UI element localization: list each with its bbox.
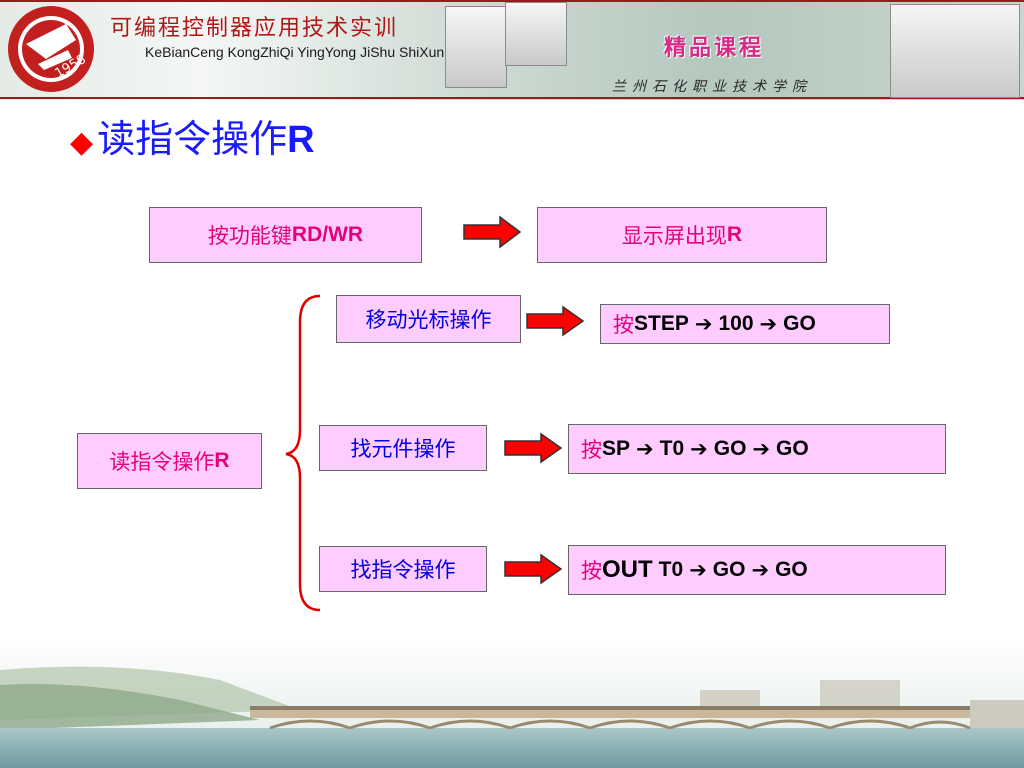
arrow-glyph-icon: ➔ xyxy=(694,312,713,336)
bridge-scenery-image xyxy=(0,640,1024,768)
arrow-glyph-icon: ➔ xyxy=(752,437,771,461)
banner-top-stripe xyxy=(0,0,1024,2)
school-name: 兰州石化职业技术学院 xyxy=(612,79,812,95)
branch-label-move-cursor: 移动光标操作 xyxy=(336,295,521,343)
read-instruction-text: 读指令操作 xyxy=(109,450,215,474)
curly-brace-icon xyxy=(285,294,321,612)
branch-label-find-instruction: 找指令操作 xyxy=(319,546,487,592)
arrow-glyph-icon: ➔ xyxy=(636,437,654,461)
arrow-glyph-icon: ➔ xyxy=(759,312,778,336)
page-title: ◆读指令操作R xyxy=(70,108,315,163)
display-text: 显示屏出现 xyxy=(621,224,727,248)
course-title: 可编程控制器应用技术实训 xyxy=(110,16,399,41)
header-banner: 1958 可编程控制器应用技术实训 KeBianCeng KongZhiQi Y… xyxy=(0,0,1024,100)
arrow-glyph-icon: ➔ xyxy=(690,437,708,461)
arrow-glyph-icon: ➔ xyxy=(689,558,707,582)
quality-course-badge: 精品课程 xyxy=(664,35,765,61)
plc-controller-image xyxy=(890,4,1020,98)
arrow-right-icon xyxy=(504,432,563,464)
arrow-right-icon xyxy=(504,553,563,585)
school-logo-icon: 1958 xyxy=(8,6,94,92)
course-subtitle-pinyin: KeBianCeng KongZhiQi YingYong JiShu ShiX… xyxy=(145,44,445,60)
function-key-label: RD/WR xyxy=(291,223,364,246)
title-letter: R xyxy=(287,119,315,161)
read-instruction-letter: R xyxy=(214,449,230,472)
branch-label-find-element: 找元件操作 xyxy=(319,425,487,471)
arrow-right-icon xyxy=(463,215,522,249)
title-text: 读指令操作 xyxy=(97,117,288,161)
banner-bottom-stripe xyxy=(0,97,1024,99)
arrow-glyph-icon: ➔ xyxy=(751,558,770,582)
function-key-text: 按功能键 xyxy=(207,224,292,248)
diamond-bullet-icon: ◆ xyxy=(70,125,94,160)
arrow-right-icon xyxy=(526,305,585,337)
plc-device-image xyxy=(445,6,507,88)
plc-module-image xyxy=(505,2,567,66)
display-letter: R xyxy=(726,223,743,246)
